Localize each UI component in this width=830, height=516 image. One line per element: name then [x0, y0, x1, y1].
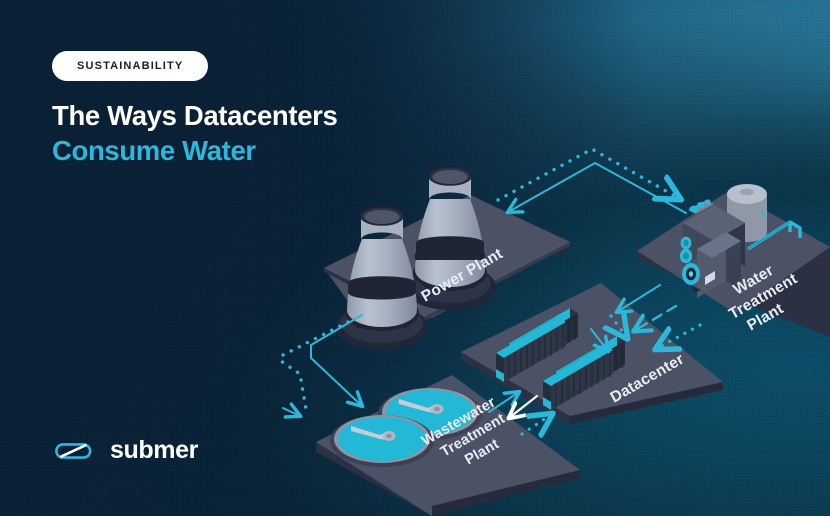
- flow-water-treatment-to-power-plant: [508, 162, 687, 213]
- server-racks-icon: [496, 308, 625, 410]
- flow-water-treatment-to-datacenter-dotted: [656, 323, 702, 349]
- node-water-treatment-plant[interactable]: Water Treatment Plant: [637, 0, 830, 516]
- flow-water-treatment-to-datacenter: [617, 284, 661, 312]
- flow-power-plant-to-wastewater-dotted: [279, 320, 350, 417]
- flow-power-plant-to-wastewater: [310, 314, 362, 406]
- clarifier-tanks-icon: [330, 388, 482, 467]
- node-wastewater-treatment-plant[interactable]: Wastewater Treatment Plant: [316, 375, 580, 516]
- flow-datacenter-to-wastewater: [509, 394, 539, 418]
- datacenter-platform-edge-left: [461, 352, 570, 424]
- submer-infinity-icon: [55, 442, 92, 459]
- flow-wastewater-to-datacenter-dotted: [520, 414, 552, 434]
- cooling-tower-back-icon: [404, 166, 496, 310]
- flow-water-treatment-to-datacenter-dashed: [634, 304, 678, 331]
- page-title: The Ways Datacenters Consume Water: [52, 98, 612, 168]
- flow-power-plant-to-water-treatment: [496, 147, 680, 200]
- node-datacenter[interactable]: Datacenter: [461, 283, 723, 424]
- cooling-tower-front-icon: [336, 206, 428, 350]
- node-power-plant[interactable]: Power Plant: [324, 166, 570, 350]
- title-line-2: Consume Water: [52, 135, 256, 166]
- datacenter-platform-top: [461, 283, 723, 416]
- flow-power-plant-to-datacenter: [590, 328, 608, 351]
- treatment-machinery-icon: [679, 184, 802, 298]
- category-badge: SUSTAINABILITY: [52, 51, 209, 81]
- flow-power-plant-to-wastewater-dotted-head: [282, 408, 300, 416]
- title-line-1: The Ways Datacenters: [52, 100, 338, 131]
- flow-wastewater-to-datacenter: [488, 392, 519, 413]
- datacenter-platform-edge-right: [570, 382, 723, 424]
- brand-name: submer: [110, 436, 198, 464]
- brand-logo: submer: [52, 438, 198, 463]
